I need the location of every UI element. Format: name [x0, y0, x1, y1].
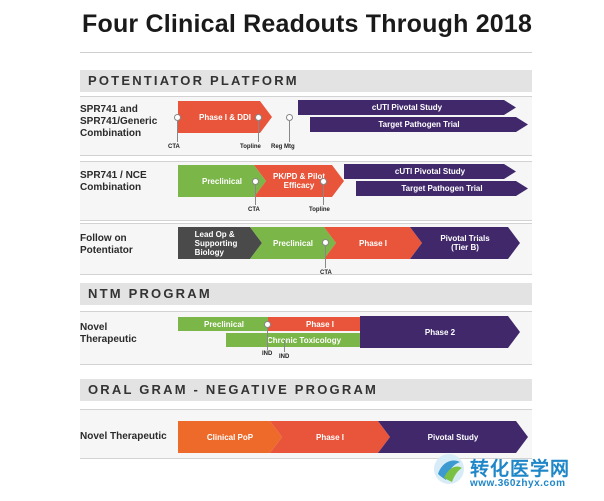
bar-phase1: Phase I — [268, 317, 372, 331]
milestone-line — [284, 340, 285, 352]
milestone-reg-mtg: Reg Mtg — [271, 144, 295, 150]
section-title: POTENTIATOR PLATFORM — [88, 73, 299, 88]
watermark-url: www.360zhyx.com — [470, 478, 566, 489]
bar-target-pathogen: Target Pathogen Trial — [356, 181, 528, 196]
milestone-cta: CTA — [320, 270, 332, 276]
milestone-marker — [252, 178, 259, 185]
watermark-logo-icon — [432, 452, 466, 491]
milestone-ind: IND — [262, 351, 273, 357]
bar-preclinical: Preclinical — [178, 317, 270, 331]
bar-clinical-pop: Clinical PoP — [178, 421, 282, 453]
bar-preclinical: Preclinical — [250, 227, 336, 259]
milestone-line — [177, 121, 178, 142]
milestone-line — [258, 121, 259, 142]
watermark-name: 转化医学网 — [470, 459, 571, 480]
milestone-line — [267, 328, 268, 350]
section-potentiator-platform: POTENTIATOR PLATFORM — [80, 70, 532, 92]
milestone-cta: CTA — [168, 144, 180, 150]
title-divider — [80, 52, 532, 53]
milestone-marker — [255, 114, 262, 121]
milestone-line — [325, 246, 326, 268]
milestone-marker — [320, 178, 327, 185]
row-label-ntm-novel: Novel Therapeutic — [80, 322, 137, 345]
milestone-ind: IND — [279, 354, 290, 360]
bar-chronic-toxicology: Chronic Toxicology — [226, 333, 382, 347]
page-title: Four Clinical Readouts Through 2018 — [82, 10, 533, 38]
section-title: NTM PROGRAM — [88, 286, 212, 301]
bar-phase1: Phase I — [270, 421, 390, 453]
bar-target-pathogen: Target Pathogen Trial — [310, 117, 528, 132]
milestone-cta: CTA — [248, 207, 260, 213]
milestone-marker — [264, 321, 271, 328]
milestone-line — [323, 185, 324, 205]
bar-pivotal-trials: Pivotal Trials(Tier B) — [410, 227, 520, 259]
row-label-spr741-generic: SPR741 and SPR741/Generic Combination — [80, 104, 158, 139]
row-label-spr741-nce: SPR741 / NCE Combination — [80, 170, 147, 193]
section-ntm-program: NTM PROGRAM — [80, 283, 532, 305]
bar-preclinical: Preclinical — [178, 165, 266, 197]
row-label-follow-on: Follow on Potentiator — [80, 233, 133, 256]
bar-cuti-pivotal: cUTI Pivotal Study — [298, 100, 516, 115]
milestone-topline: Topline — [309, 207, 330, 213]
milestone-topline: Topline — [240, 144, 261, 150]
section-oral-gram-negative: ORAL GRAM - NEGATIVE PROGRAM — [80, 379, 532, 401]
section-title: ORAL GRAM - NEGATIVE PROGRAM — [88, 382, 379, 397]
milestone-marker — [174, 114, 181, 121]
milestone-line — [255, 185, 256, 205]
bar-cuti-pivotal: cUTI Pivotal Study — [344, 164, 516, 179]
bar-pivotal-study: Pivotal Study — [378, 421, 528, 453]
milestone-line — [289, 121, 290, 142]
bar-phase2: Phase 2 — [360, 316, 520, 348]
milestone-marker — [322, 239, 329, 246]
row-label-oral-novel: Novel Therapeutic — [80, 431, 167, 442]
bar-phase1: Phase I — [324, 227, 422, 259]
milestone-marker — [286, 114, 293, 121]
